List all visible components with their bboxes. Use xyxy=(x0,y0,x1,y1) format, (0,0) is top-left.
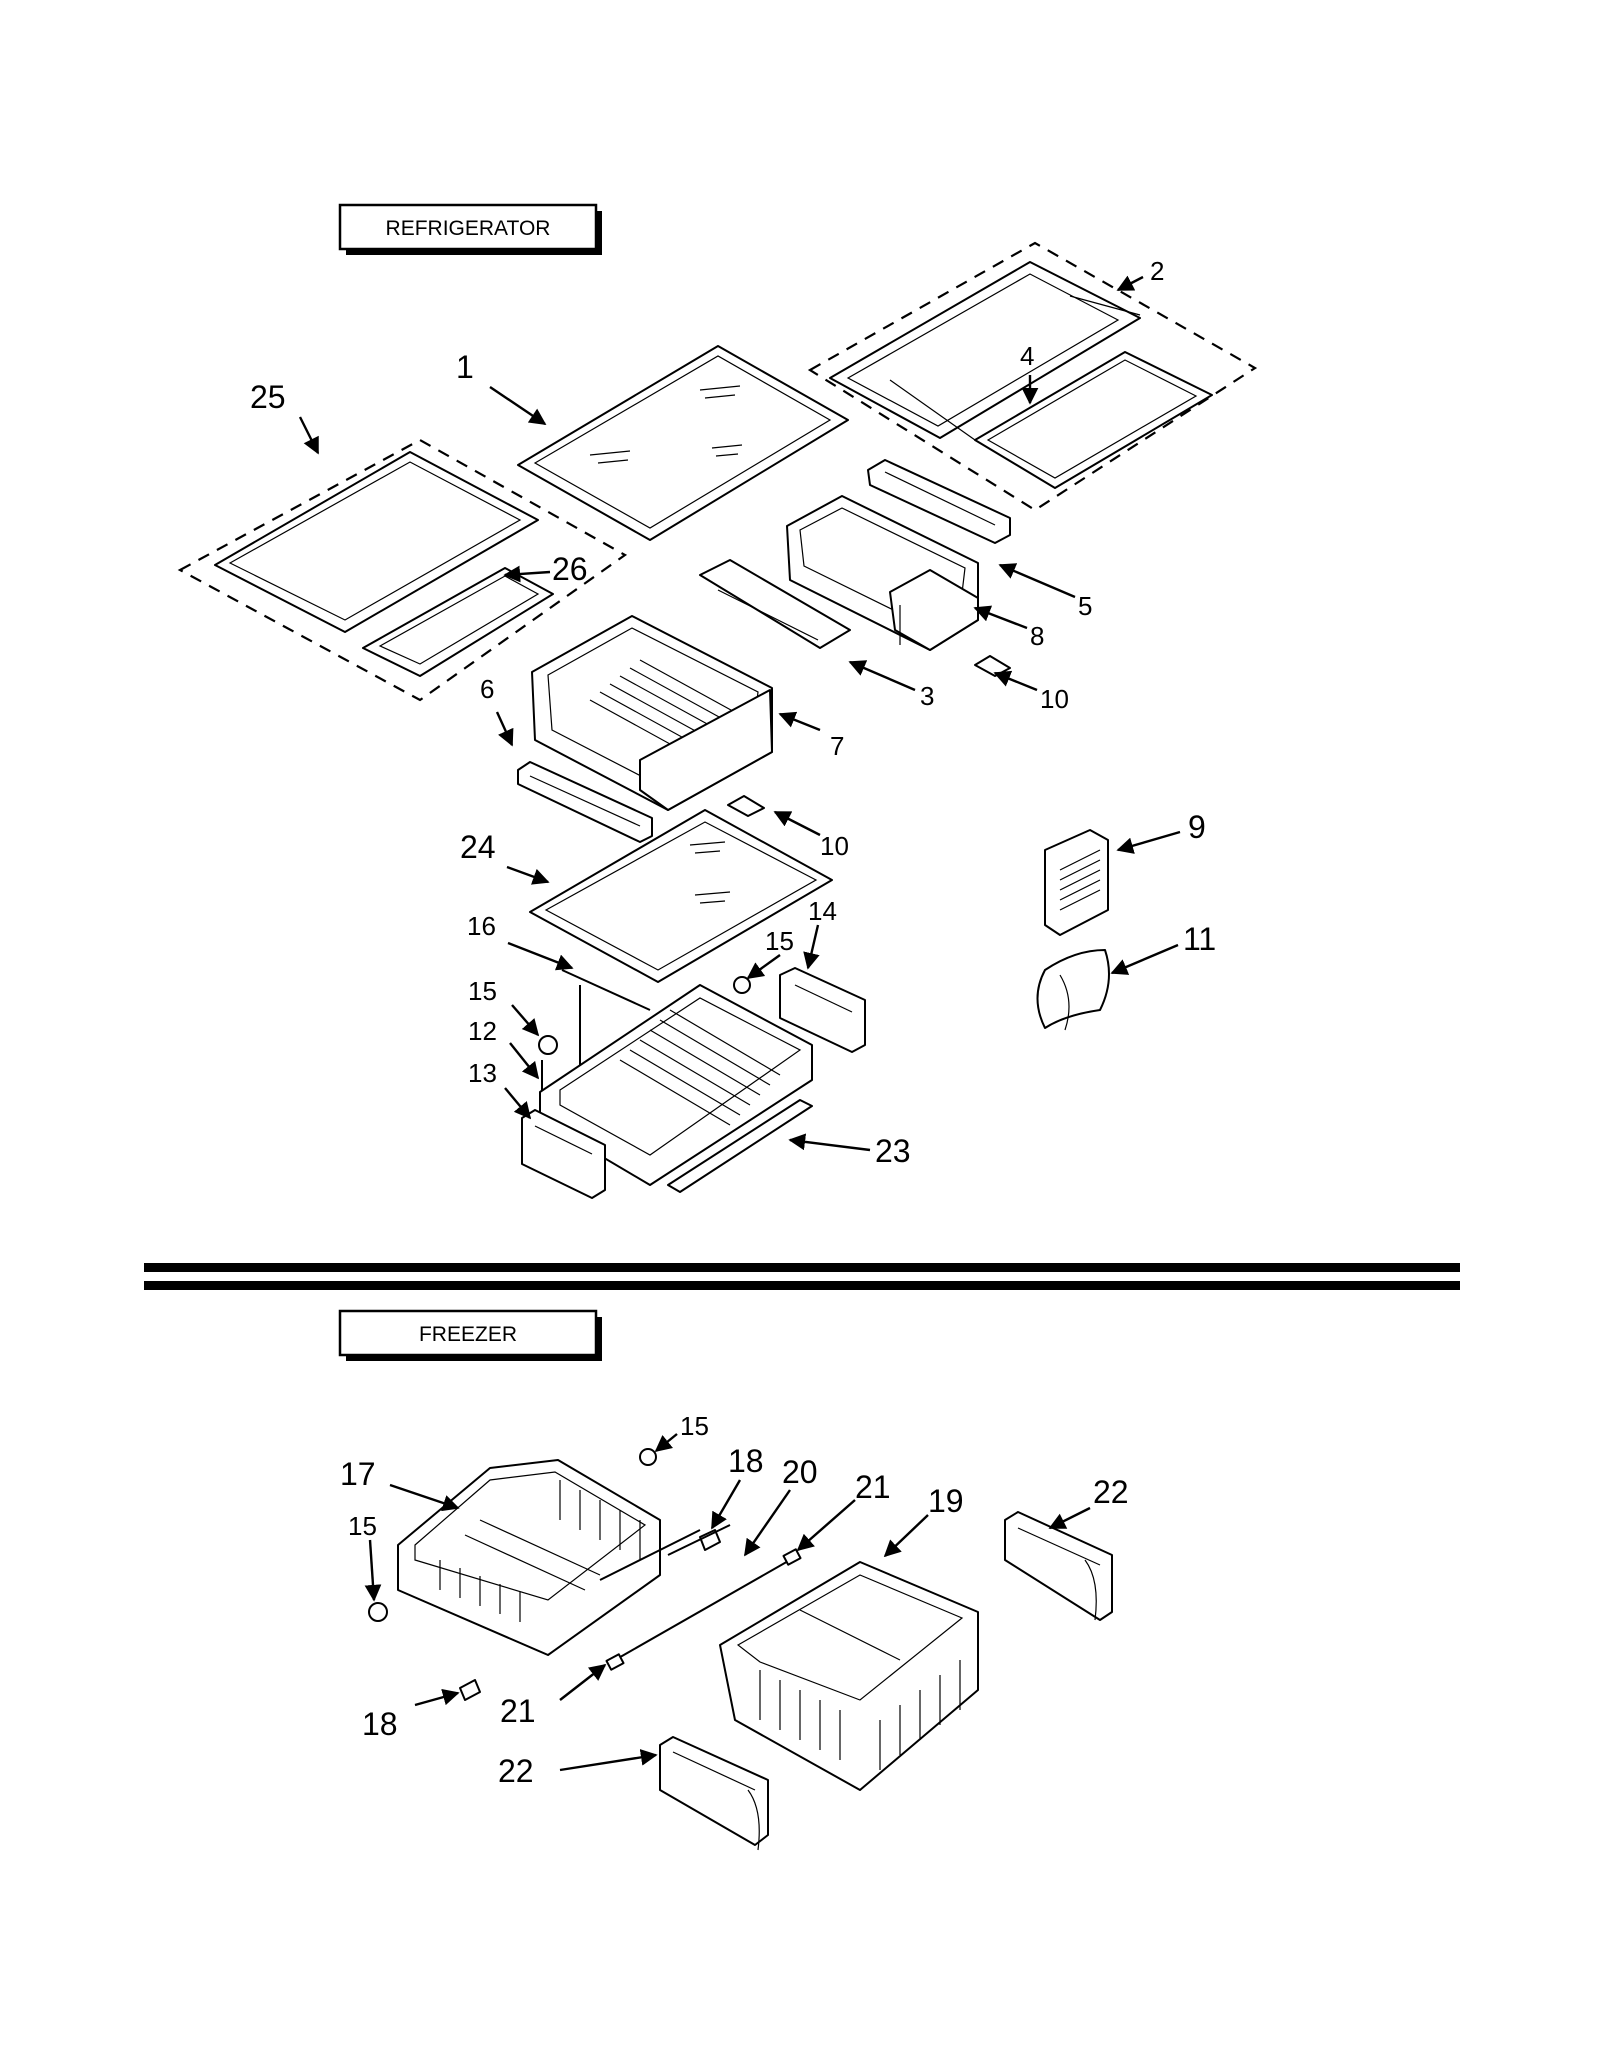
end-21a xyxy=(782,1548,802,1566)
callout-1: 1 xyxy=(456,349,474,385)
callout-26: 26 xyxy=(552,551,588,587)
slide-rail-6 xyxy=(517,761,653,843)
callout-16: 16 xyxy=(467,911,496,941)
callout-14: 14 xyxy=(808,896,837,926)
cap-15a xyxy=(733,976,751,994)
basket-19 xyxy=(719,1561,979,1791)
clip-10a xyxy=(974,655,1011,677)
callout-13: 13 xyxy=(468,1058,497,1088)
filter-cover-9 xyxy=(1044,829,1109,936)
callout-f15b: 15 xyxy=(348,1511,377,1541)
crisper-drawer-7 xyxy=(531,615,773,811)
refrigerator-leaders xyxy=(298,275,1181,1152)
callout-9: 9 xyxy=(1188,809,1206,845)
callout-20: 20 xyxy=(782,1454,818,1490)
basket-17 xyxy=(397,1459,661,1656)
shelf-group-2-4 xyxy=(807,241,1258,512)
callout-23: 23 xyxy=(875,1133,911,1169)
callout-f21a: 21 xyxy=(855,1469,891,1505)
callout-4: 4 xyxy=(1020,341,1034,371)
cover-3 xyxy=(699,559,851,649)
callout-f21b: 21 xyxy=(500,1693,536,1729)
glass-shelf-24 xyxy=(529,809,833,983)
roller-18b xyxy=(459,1679,481,1701)
callout-17: 17 xyxy=(340,1456,376,1492)
freezer-title-box: FREEZER xyxy=(338,1309,602,1361)
callout-10b: 10 xyxy=(820,831,849,861)
callout-15b: 15 xyxy=(468,976,497,1006)
freezer-labels: 15 17 15 18 20 21 19 22 18 21 22 xyxy=(340,1411,1129,1789)
callout-19: 19 xyxy=(928,1483,964,1519)
callout-12: 12 xyxy=(468,1016,497,1046)
freezer-title: FREEZER xyxy=(419,1323,517,1346)
cap-15d xyxy=(368,1602,388,1622)
crisper-drawer-8 xyxy=(786,495,979,651)
slide-22b xyxy=(659,1736,769,1851)
bracket-14 xyxy=(779,967,866,1053)
roller-18a xyxy=(699,1529,721,1551)
clip-10b xyxy=(727,795,765,817)
callout-3: 3 xyxy=(920,681,934,711)
cap-15b xyxy=(538,1035,558,1055)
cap-15c xyxy=(639,1448,657,1466)
callout-7: 7 xyxy=(830,731,844,761)
refrigerator-title: REFRIGERATOR xyxy=(386,217,551,240)
bracket-13 xyxy=(521,1109,606,1199)
callout-f18a: 18 xyxy=(728,1443,764,1479)
refrigerator-title-box: REFRIGERATOR xyxy=(338,203,602,255)
callout-2: 2 xyxy=(1150,256,1164,286)
bracket-5 xyxy=(867,459,1011,544)
freezer-leaders xyxy=(364,1433,1091,1772)
callout-10a: 10 xyxy=(1040,684,1069,714)
shelf-group-25-26 xyxy=(177,438,628,702)
callout-f22a: 22 xyxy=(1093,1474,1129,1510)
filter-11 xyxy=(1036,949,1110,1031)
end-21b xyxy=(605,1653,625,1671)
glass-shelf-1 xyxy=(517,345,849,541)
callout-8: 8 xyxy=(1030,621,1044,651)
section-divider xyxy=(144,1263,1460,1290)
callout-11: 11 xyxy=(1183,921,1216,957)
rod-20 xyxy=(599,1524,791,1661)
callout-f18b: 18 xyxy=(362,1706,398,1742)
strip-23 xyxy=(667,1099,813,1193)
callout-15a: 15 xyxy=(765,926,794,956)
callout-f22b: 22 xyxy=(498,1753,534,1789)
callout-6: 6 xyxy=(480,674,494,704)
refrigerator-labels: 1 2 4 5 8 10 3 7 6 10 25 26 9 11 24 16 1… xyxy=(250,256,1216,1169)
callout-24: 24 xyxy=(460,829,496,865)
callout-f15a: 15 xyxy=(680,1411,709,1441)
slide-22a xyxy=(1004,1511,1113,1621)
callout-25: 25 xyxy=(250,379,286,415)
callout-5: 5 xyxy=(1078,591,1092,621)
